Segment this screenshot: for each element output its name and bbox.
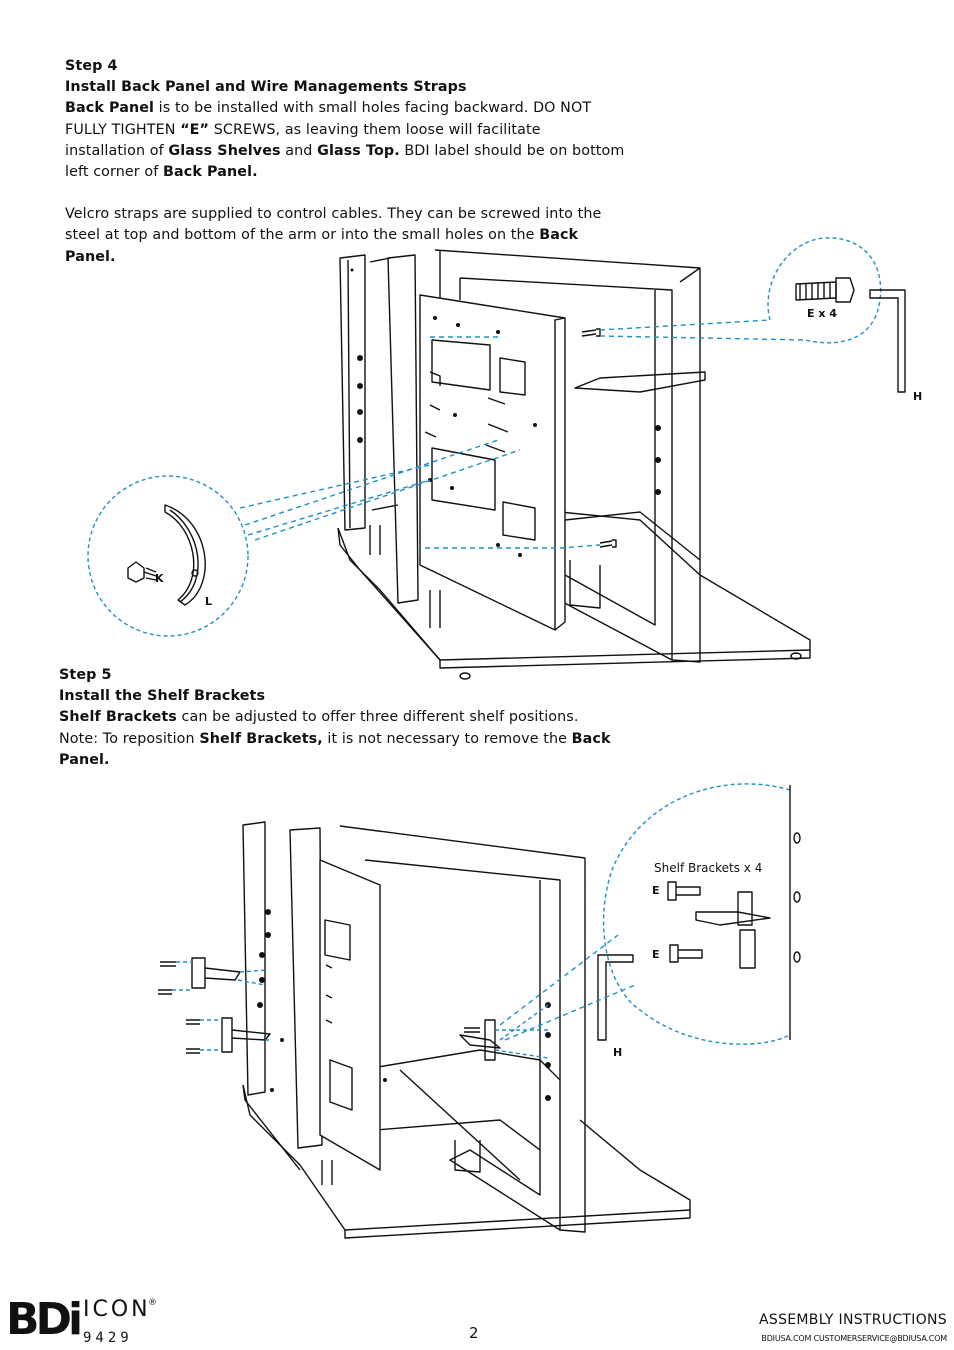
bold-run: Back Panel <box>65 100 155 117</box>
brand-name: ICON <box>83 1297 151 1322</box>
step5-e1-label: E <box>652 884 660 897</box>
bold-run: Shelf Brackets <box>59 709 177 726</box>
bold-run: Back Panel. <box>163 164 258 181</box>
step5-e2-label: E <box>652 948 660 961</box>
step5-bracket-callout <box>499 783 801 1045</box>
step5-text: Step 5 Install the Shelf Brackets Shelf … <box>59 665 619 771</box>
step5-paragraph-1: Shelf Brackets can be adjusted to offer … <box>59 707 619 771</box>
bold-run: “E” <box>180 121 210 138</box>
step4-title: Install Back Panel and Wire Managements … <box>65 79 467 96</box>
text-run: Velcro straps are supplied to control ca… <box>65 206 602 244</box>
bold-run: Back Panel. <box>59 730 611 768</box>
step4-paragraph-1: Back Panel is to be installed with small… <box>65 98 625 183</box>
step4-key-label: H <box>913 390 922 403</box>
step4-velcro-callout <box>87 336 601 637</box>
document-title: ASSEMBLY INSTRUCTIONS <box>759 1312 947 1328</box>
step5-title: Install the Shelf Brackets <box>59 688 266 705</box>
text-run: it is not necessary to remove the <box>322 730 572 747</box>
step4-stand-drawing <box>337 249 811 680</box>
model-number: 9429 <box>83 1330 133 1346</box>
bold-run: Glass Shelves <box>168 142 281 159</box>
step4-heading: Step 4 <box>65 58 118 74</box>
bold-run: Glass Top. <box>317 142 400 159</box>
step5-key-label: H <box>613 1046 622 1059</box>
contact-web: BDIUSA.COM CUSTOMERSERVICE@BDIUSA.COM <box>761 1334 947 1343</box>
bdi-logo: BDi <box>6 1294 83 1345</box>
text-run: can be adjusted to offer three different… <box>59 709 579 747</box>
bold-run: Shelf Brackets, <box>199 730 323 747</box>
step4-paragraph-2: Velcro straps are supplied to control ca… <box>65 204 625 268</box>
text-run: BDI label should be on bottom left corne… <box>65 142 625 181</box>
step4-screw-callout <box>599 237 906 393</box>
registered-mark: ® <box>148 1298 157 1308</box>
page-number: 2 <box>469 1324 479 1342</box>
bold-run: Back Panel. <box>65 227 579 265</box>
step4-k-label: K <box>155 572 164 585</box>
text-run: is to be installed with small holes faci… <box>65 100 592 138</box>
text-run: and <box>280 142 318 159</box>
step4-l-label: L <box>205 595 212 608</box>
step5-heading: Step 5 <box>59 667 112 683</box>
step4-text: Step 4 Install Back Panel and Wire Manag… <box>65 56 625 268</box>
step4-screw-label: E x 4 <box>807 307 837 320</box>
step5-stand-drawing <box>158 821 691 1239</box>
text-run: SCREWS, as leaving them loose will facil… <box>65 121 541 159</box>
step5-callout-title: Shelf Brackets x 4 <box>654 861 762 875</box>
